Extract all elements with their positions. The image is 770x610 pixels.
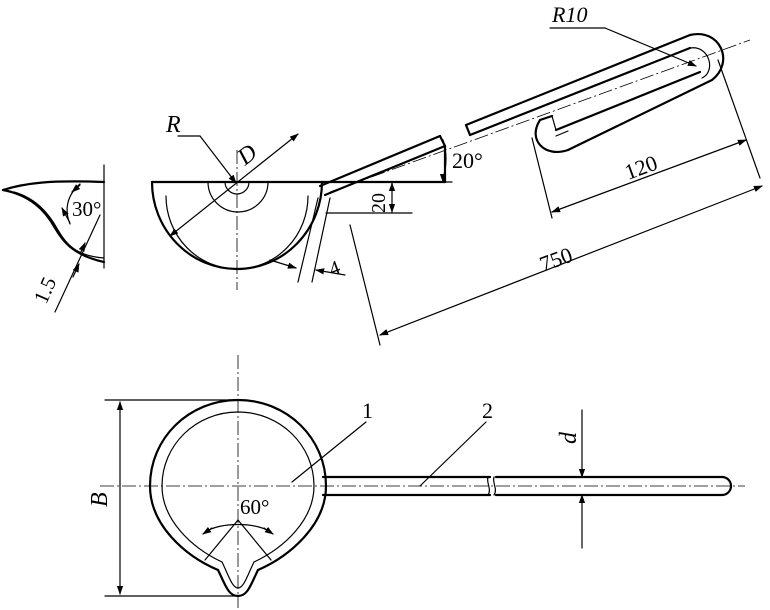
angle-20-label: 20° — [452, 148, 483, 173]
thickness-label: 1.5 — [29, 273, 62, 307]
part-2-label: 2 — [482, 398, 493, 423]
dim-4-label: 4 — [326, 257, 343, 281]
radius-r-label: R — [165, 112, 181, 138]
dim-20-label: 20 — [368, 193, 390, 213]
part-1-label: 1 — [362, 398, 373, 423]
angle-60-label: 60° — [240, 495, 269, 519]
radius-r10-label: R10 — [551, 2, 587, 27]
dim-750-label: 750 — [536, 242, 576, 277]
dim-120-label: 120 — [621, 150, 661, 185]
dim-d-label: d — [556, 431, 582, 444]
dim-b-label: B — [87, 492, 113, 507]
upper-side-view: R D 20 20° 4 120 750 R10 — [150, 2, 763, 346]
lip-section-view: 30° 1.5 — [1, 164, 106, 313]
angle-30-label: 30° — [72, 197, 101, 221]
lower-plan-view: B d 60° 1 2 — [87, 355, 745, 608]
